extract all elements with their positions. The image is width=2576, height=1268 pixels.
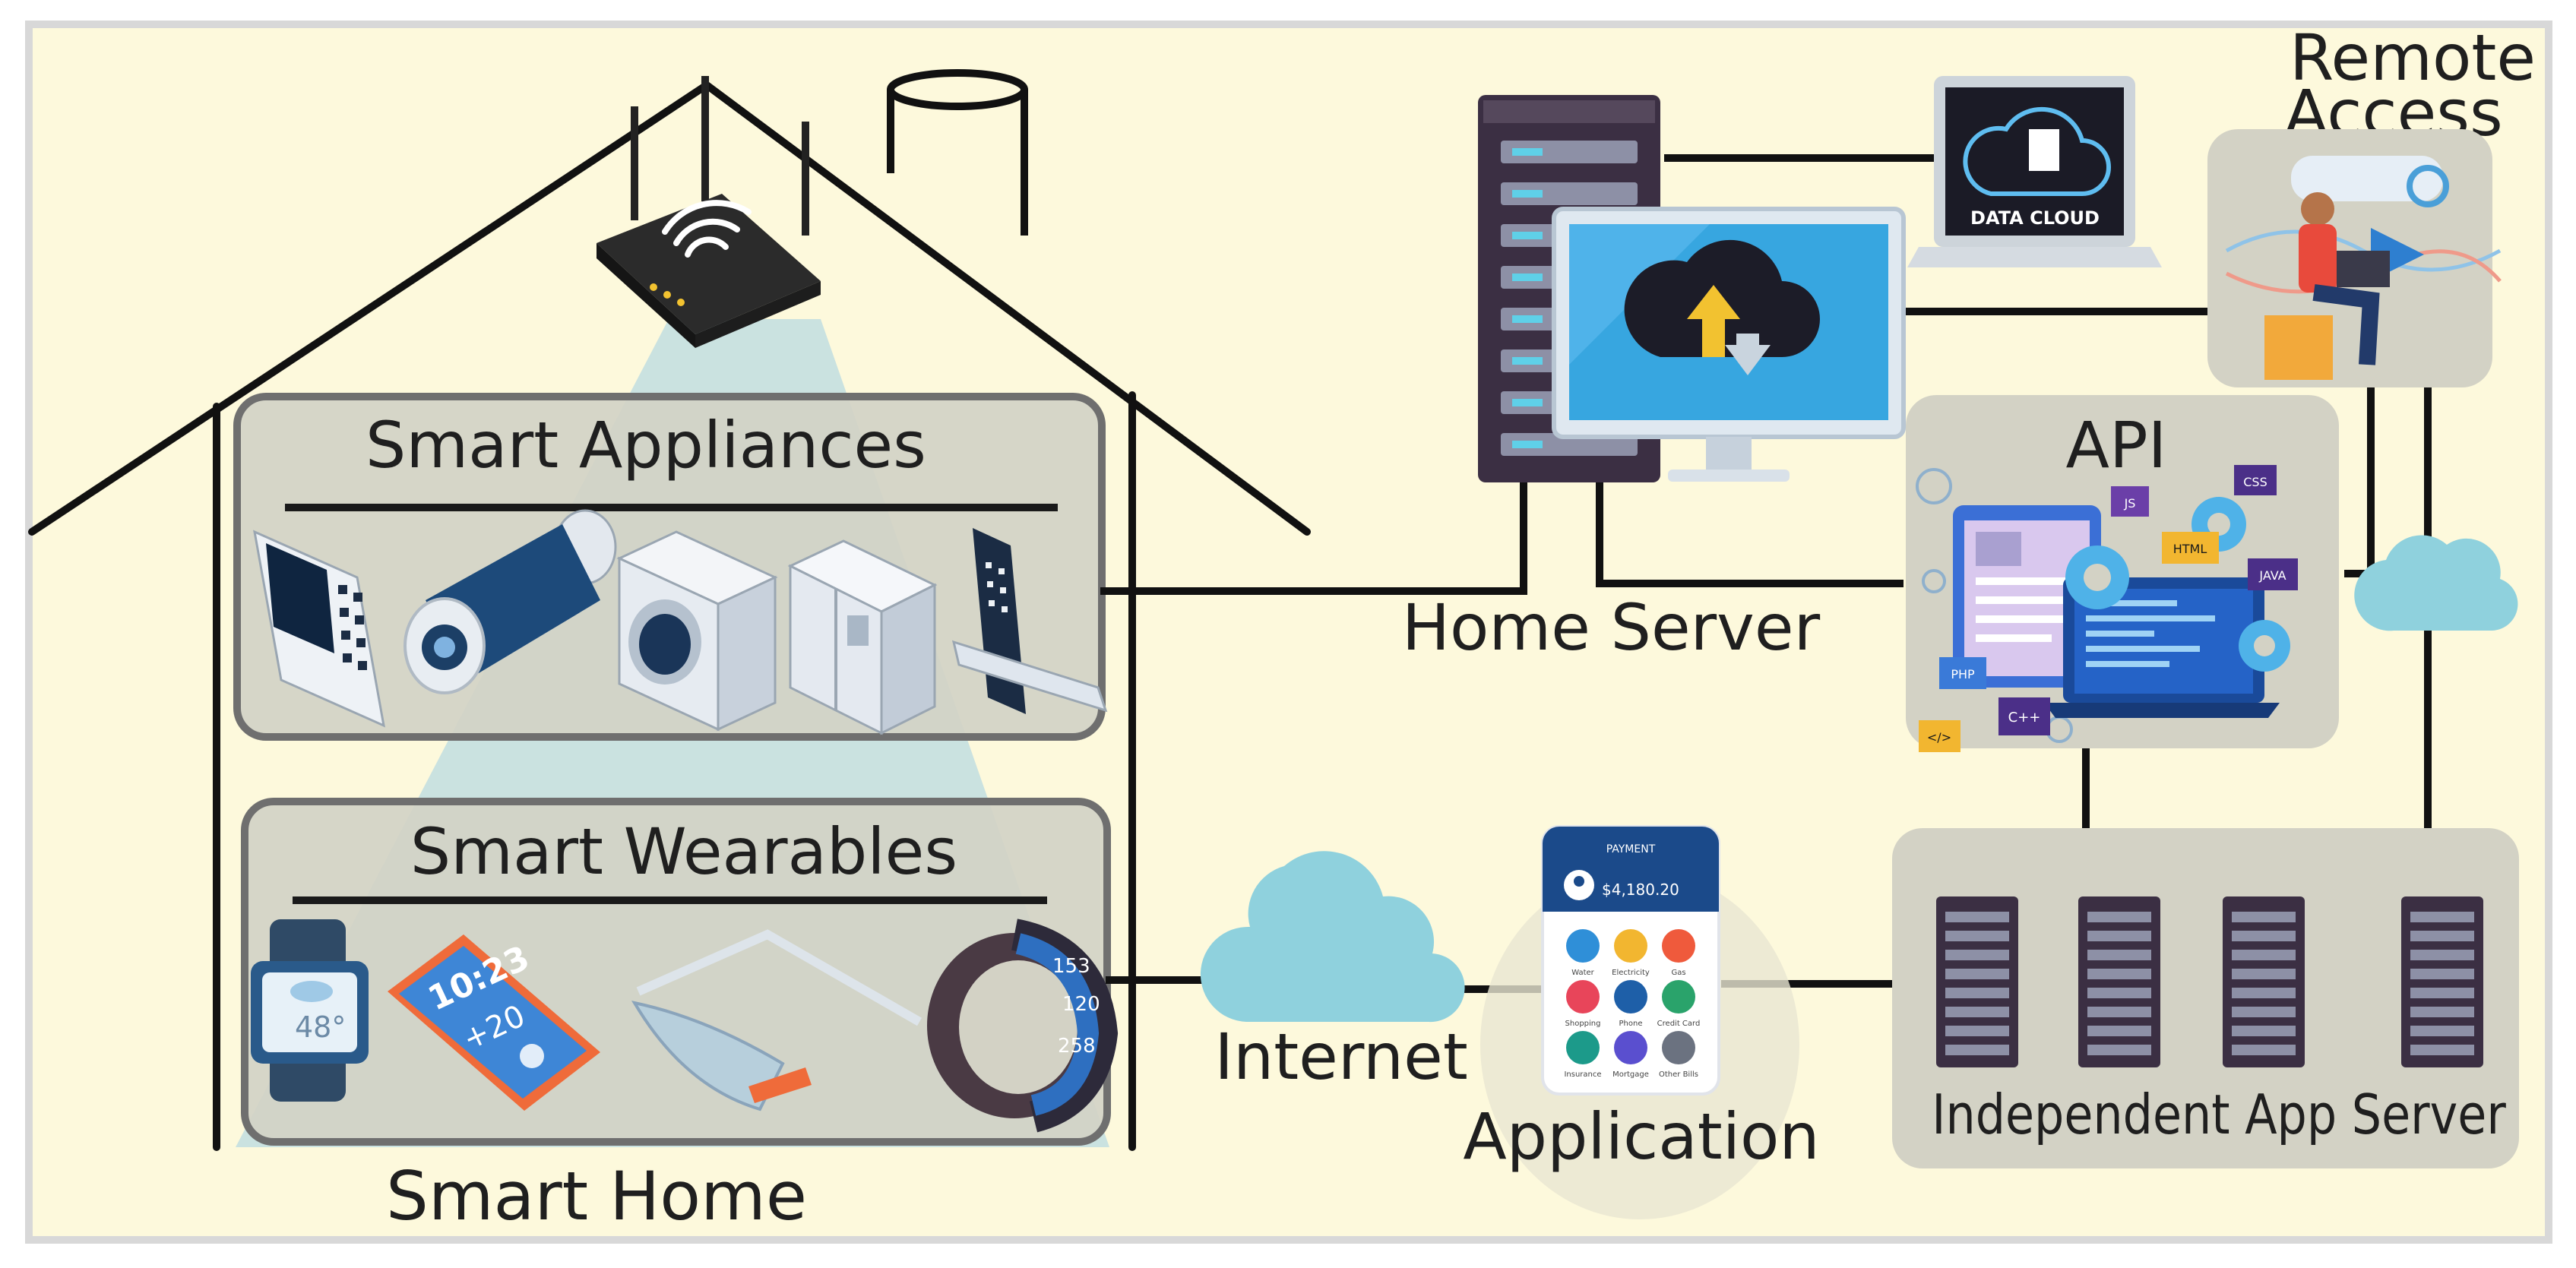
data-cloud-laptop-icon: DATA CLOUD [1907, 76, 2162, 267]
app-server-rack-3 [2223, 896, 2305, 1067]
payment-tile-icon[interactable] [1614, 980, 1647, 1013]
remote-worker-illustration [2225, 156, 2502, 380]
payment-tile-label: Mortgage [1612, 1070, 1649, 1079]
wifi-router-icon [597, 76, 821, 348]
payment-tile-icon[interactable] [1614, 929, 1647, 963]
home-server-label: Home Server [1402, 590, 1821, 665]
api-label: API [2066, 408, 2167, 482]
payment-tile-label: Water [1571, 969, 1594, 977]
application-label: Application [1463, 1099, 1819, 1174]
code-tag-js: JS [2111, 486, 2149, 517]
payment-tile-icon[interactable] [1662, 980, 1695, 1013]
band-value-1: 153 [1052, 955, 1090, 978]
smart-glasses-icon [631, 929, 922, 1111]
payment-tile-icon[interactable] [1662, 1031, 1695, 1064]
code-tag-java: JAVA [2248, 558, 2298, 590]
payment-tile-icon[interactable] [1566, 929, 1600, 963]
app-server-rack-2 [2078, 896, 2160, 1067]
payment-tile-label: Gas [1671, 969, 1685, 977]
code-tag-html: HTML [2162, 532, 2219, 564]
keypad-panel-icon [253, 530, 385, 728]
code-tag-cpp: C++ [1998, 697, 2050, 735]
smartphone-wearable-icon: 10:23 +20 [388, 934, 600, 1111]
chimney [887, 69, 1028, 236]
payment-tile-label: Shopping [1565, 1020, 1601, 1028]
security-camera-icon [403, 509, 617, 694]
remote-cloud-icon [2354, 535, 2518, 631]
payment-tile-label: Electricity [1612, 969, 1650, 977]
payment-tile-icon[interactable] [1614, 1031, 1647, 1064]
app-server-rack-1 [1936, 896, 2018, 1067]
smart-door-lock-icon [951, 528, 1108, 714]
app-server-rack-4 [2401, 896, 2483, 1067]
cloud-upload-monitor-icon [1552, 207, 1906, 482]
payment-tile-label: Other Bills [1659, 1070, 1698, 1079]
api-development-illustration [1916, 468, 2290, 743]
band-value-2: 120 [1062, 993, 1100, 1016]
payment-app-header: PAYMENT [1606, 843, 1656, 855]
svg-text:CSS: CSS [2243, 475, 2267, 489]
band-value-3: 258 [1058, 1035, 1096, 1058]
svg-text:C++: C++ [2008, 710, 2041, 726]
internet-label: Internet [1214, 1020, 1468, 1094]
washing-machine-icon [616, 530, 778, 732]
svg-text:</>: </> [1927, 730, 1951, 745]
payment-app-balance: $4,180.20 [1602, 881, 1679, 899]
independent-app-server-label: Independent App Server [1932, 1083, 2506, 1147]
smart-home-label: Smart Home [386, 1157, 807, 1235]
payment-tile-label: Credit Card [1657, 1020, 1701, 1028]
code-tag-php: PHP [1939, 657, 1986, 689]
internet-cloud-icon [1200, 851, 1465, 1023]
payment-tile-icon[interactable] [1662, 929, 1695, 963]
smart-appliances-label: Smart Appliances [366, 408, 926, 482]
svg-text:JAVA: JAVA [2258, 568, 2286, 583]
payment-tile-label: Phone [1619, 1020, 1643, 1028]
svg-text:HTML: HTML [2173, 542, 2207, 556]
smart-wearables-label: Smart Wearables [410, 814, 957, 889]
fitness-band-icon: 153 120 258 [927, 919, 1119, 1133]
watch-temperature: 48° [295, 1010, 346, 1044]
smart-watch-icon: 48° [251, 919, 369, 1102]
payment-tile-icon[interactable] [1566, 1031, 1600, 1064]
payment-tile-label: Insurance [1564, 1070, 1601, 1079]
data-cloud-label: DATA CLOUD [1970, 207, 2100, 229]
independent-app-server-panel [1892, 828, 2519, 1168]
refrigerator-icon [787, 539, 938, 735]
code-tag-css: CSS [2234, 465, 2277, 495]
svg-text:PHP: PHP [1951, 667, 1975, 681]
code-tag-markup: </> [1919, 720, 1960, 752]
svg-text:JS: JS [2124, 496, 2136, 511]
payment-tile-icon[interactable] [1566, 980, 1600, 1013]
remote-access-label-line1: Remote [2290, 21, 2536, 95]
